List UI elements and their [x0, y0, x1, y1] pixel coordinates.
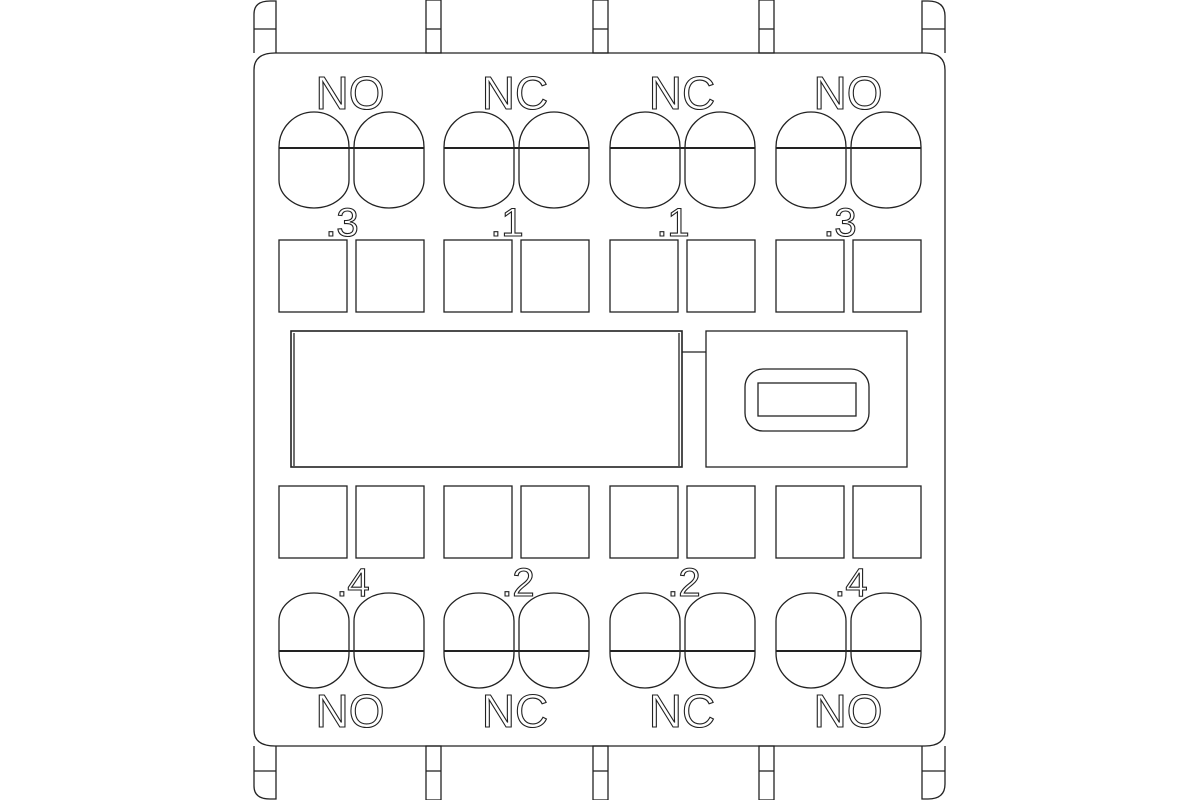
terminal-pair — [443, 111, 590, 209]
bottom-label-2: NC — [482, 685, 548, 737]
bottom-terminal-4: .4 — [834, 561, 867, 605]
top-label-2: NC — [482, 67, 548, 119]
bottom-mounting-tabs — [253, 745, 946, 800]
top-label-3: NC — [649, 67, 715, 119]
label-window — [744, 368, 870, 432]
bottom-terminal-1: .4 — [336, 561, 369, 605]
top-label-1: NO — [316, 67, 385, 119]
terminal-pair — [278, 111, 425, 209]
terminal-pair — [609, 111, 756, 209]
terminal-pair — [775, 592, 922, 689]
bottom-terminal-2: .2 — [501, 561, 534, 605]
housing-body — [253, 52, 946, 747]
bottom-terminal-3: .2 — [667, 561, 700, 605]
bottom-label-3: NC — [649, 685, 715, 737]
bottom-terminal-row — [278, 592, 922, 689]
top-mounting-tabs — [253, 0, 946, 54]
top-terminal-3: .1 — [656, 201, 689, 245]
bottom-label-1: NO — [316, 685, 385, 737]
top-label-4: NO — [814, 67, 883, 119]
top-square-row — [278, 239, 922, 313]
top-terminal-row — [278, 111, 922, 209]
top-terminal-1: .3 — [325, 201, 358, 245]
top-terminal-4: .3 — [823, 201, 856, 245]
bottom-square-row — [278, 485, 922, 559]
terminal-pair — [775, 111, 922, 209]
terminal-pair — [609, 592, 756, 689]
center-module — [290, 330, 908, 468]
terminal-pair — [278, 592, 425, 689]
bottom-label-4: NO — [814, 685, 883, 737]
top-terminal-2: .1 — [490, 201, 523, 245]
terminal-pair — [443, 592, 590, 689]
